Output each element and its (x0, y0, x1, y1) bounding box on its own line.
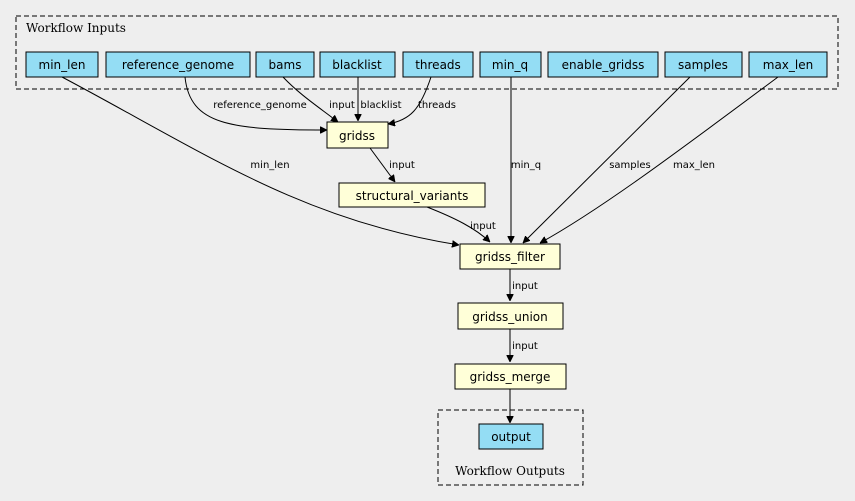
input-node-blacklist-label: blacklist (332, 58, 382, 72)
input-node-min-len[interactable]: min_len (25, 51, 99, 78)
workflow-inputs-title: Workflow Inputs (26, 21, 126, 35)
edge-label-blacklist: blacklist (360, 100, 401, 111)
edge-samples-to-gridss-filter: samples (523, 76, 691, 243)
step-node-gridss[interactable]: gridss (326, 121, 389, 149)
input-node-enable-gridss-label: enable_gridss (562, 58, 645, 72)
input-node-reference-genome[interactable]: reference_genome (105, 51, 251, 78)
edges: reference_genome input blacklist threads… (61, 76, 779, 423)
input-node-enable-gridss[interactable]: enable_gridss (547, 51, 659, 78)
edge-label-bams-input: input (329, 100, 355, 111)
input-node-threads[interactable]: threads (402, 51, 474, 78)
step-node-gridss-label: gridss (339, 129, 375, 143)
input-node-max-len-label: max_len (763, 58, 813, 72)
edge-label-min-len: min_len (250, 160, 289, 171)
edge-threads-to-gridss: threads (388, 76, 456, 124)
edge-min-len-to-gridss-filter: min_len (61, 76, 459, 245)
output-node-label: output (491, 430, 531, 444)
edge-bams-to-gridss: input (282, 76, 355, 122)
input-node-reference-genome-label: reference_genome (122, 58, 234, 72)
input-node-min-q[interactable]: min_q (479, 51, 542, 78)
input-node-blacklist[interactable]: blacklist (319, 51, 396, 78)
edge-blacklist-to-gridss: blacklist (358, 77, 402, 121)
input-node-samples-label: samples (678, 58, 728, 72)
step-node-structural-variants[interactable]: structural_variants (338, 182, 486, 208)
input-node-max-len[interactable]: max_len (748, 51, 828, 78)
input-node-threads-label: threads (415, 58, 461, 72)
edge-label-samples: samples (609, 160, 651, 171)
edge-label-min-q: min_q (511, 160, 541, 171)
edge-gridss-to-structural-variants: input (369, 147, 415, 182)
edge-gridss-union-to-gridss-merge: input (510, 329, 538, 362)
input-node-samples[interactable]: samples (664, 51, 743, 78)
edge-structural-variants-to-gridss-filter: input (426, 206, 496, 242)
edge-reference-genome-to-gridss: reference_genome (184, 76, 327, 130)
step-node-gridss-union-label: gridss_union (472, 310, 548, 324)
edge-label-max-len: max_len (673, 160, 715, 171)
output-node[interactable]: output (478, 423, 544, 450)
edge-gridss-filter-to-gridss-union: input (510, 269, 538, 301)
step-node-structural-variants-label: structural_variants (356, 189, 469, 203)
input-node-bams-label: bams (269, 58, 302, 72)
step-node-gridss-merge[interactable]: gridss_merge (454, 363, 567, 390)
step-node-gridss-filter[interactable]: gridss_filter (459, 243, 561, 270)
edge-label-gridss-input: input (389, 160, 415, 171)
input-node-min-q-label: min_q (492, 58, 528, 72)
edge-max-len-to-gridss-filter: max_len (540, 76, 779, 244)
edge-min-q-to-gridss-filter: min_q (511, 77, 541, 243)
input-node-min-len-label: min_len (39, 58, 86, 72)
step-node-gridss-union[interactable]: gridss_union (457, 302, 564, 330)
step-node-gridss-filter-label: gridss_filter (475, 250, 545, 264)
edge-label-union-input: input (512, 341, 538, 352)
edge-label-filter-input: input (512, 281, 538, 292)
edge-label-threads: threads (418, 100, 456, 111)
input-node-bams[interactable]: bams (255, 51, 315, 78)
workflow-outputs-title: Workflow Outputs (455, 464, 565, 478)
edge-label-sv-input: input (470, 221, 496, 232)
edge-label-reference-genome: reference_genome (213, 100, 307, 111)
step-node-gridss-merge-label: gridss_merge (470, 370, 551, 384)
